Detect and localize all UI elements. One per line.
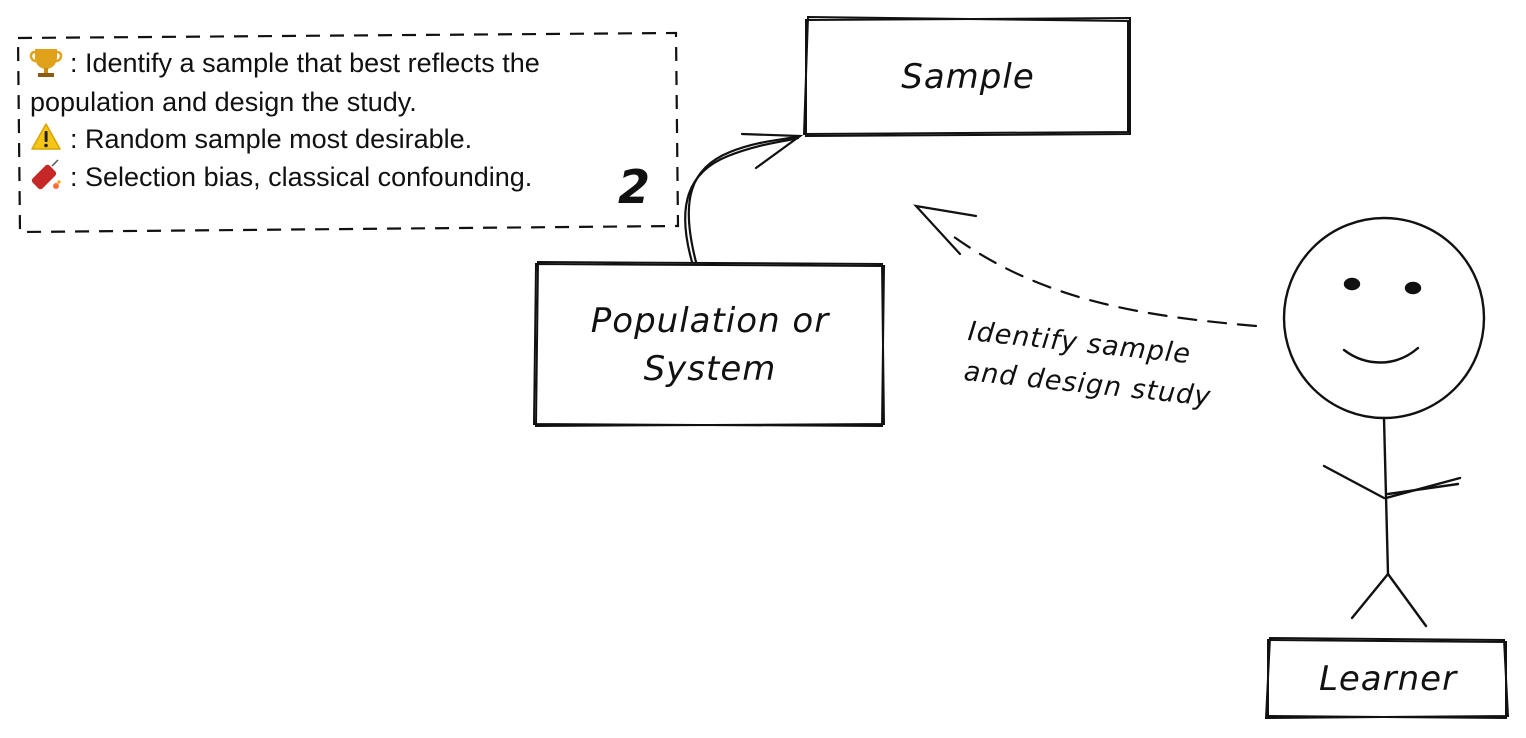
sample-box[interactable]	[802, 15, 1131, 138]
right-leg	[1386, 572, 1428, 628]
population-box[interactable]	[532, 260, 886, 428]
note-box-border	[16, 31, 680, 234]
left-eye	[1343, 277, 1361, 291]
right-eye	[1404, 281, 1422, 295]
population-to-sample-arrow[interactable]	[684, 132, 804, 264]
population-label-line1: Population or	[590, 301, 830, 341]
left-leg	[1350, 572, 1390, 620]
trophy-icon	[29, 49, 63, 77]
population-label-line2: System	[643, 349, 777, 389]
head	[1282, 216, 1486, 420]
firecracker-icon	[31, 159, 61, 190]
learner-box[interactable]	[1264, 636, 1510, 720]
smile	[1342, 346, 1420, 364]
goal-text: : Identify a sample that best reflects t…	[70, 48, 540, 78]
sample-label: Sample	[901, 57, 1035, 97]
left-arm	[1322, 464, 1386, 500]
learner-stick-figure	[1282, 216, 1486, 628]
pitfall-text: : Selection bias, classical confounding.	[70, 162, 533, 192]
learner-label: Learner	[1318, 659, 1458, 699]
goal-text-continued: population and design the study.	[30, 87, 417, 117]
goal-warning-pitfall-note: : Identify a sample that best reflects t…	[18, 36, 678, 232]
step-number: 2	[618, 160, 652, 214]
warning-text: : Random sample most desirable.	[70, 124, 473, 154]
learner-to-sample-arrow[interactable]	[913, 204, 1258, 328]
warning-icon	[31, 123, 61, 150]
body	[1382, 416, 1390, 576]
